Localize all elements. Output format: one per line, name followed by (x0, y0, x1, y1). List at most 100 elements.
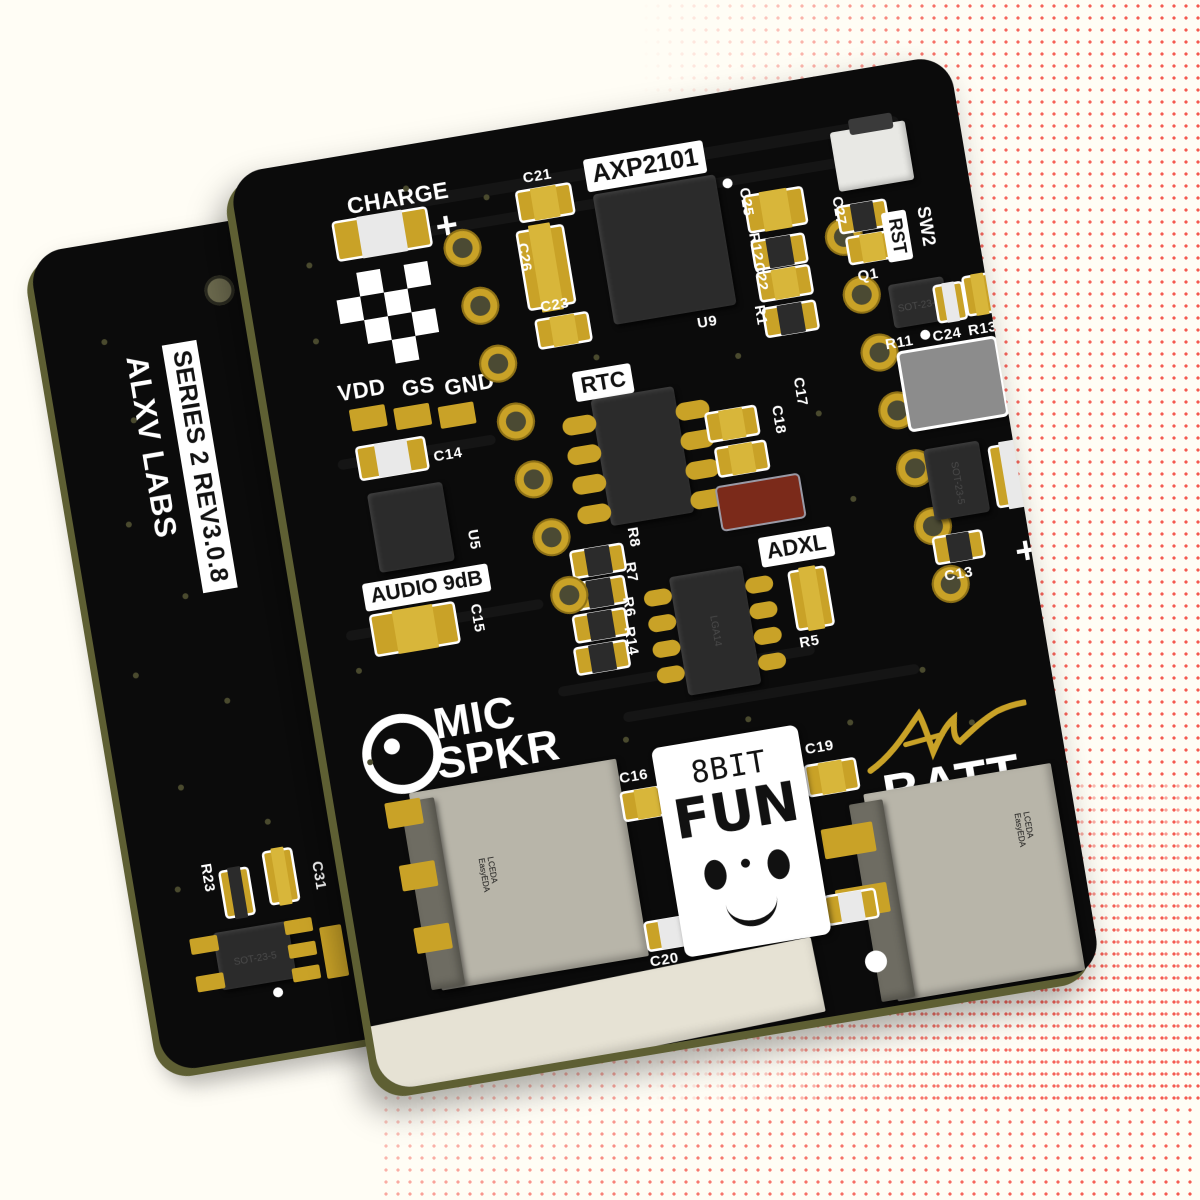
pad (283, 916, 314, 936)
ref-r14: C27 (828, 195, 850, 227)
via (264, 818, 272, 826)
ref-u9: U9 (695, 312, 719, 333)
silk-dot (721, 177, 734, 190)
pad (576, 502, 613, 526)
pad (566, 443, 603, 467)
ref-c20: C19 (803, 736, 836, 759)
via (181, 592, 189, 600)
ref-c17: C17 (789, 375, 812, 408)
ref-c27: Q1 (856, 264, 880, 286)
via (223, 697, 231, 705)
through-hole (547, 573, 592, 617)
ref-r1: R1 (750, 303, 771, 327)
through-hole (494, 399, 538, 444)
silk-label-vdd: VDD (335, 373, 388, 407)
via (846, 719, 854, 726)
pad (318, 924, 350, 979)
via (174, 886, 182, 893)
ref-u5: U5 (463, 528, 485, 551)
ref-c31: C31 (308, 859, 330, 892)
ref-c25: C25 (735, 186, 758, 218)
face-eye-right (765, 847, 792, 881)
pad (642, 587, 674, 608)
via (744, 715, 752, 723)
cap-c24 (963, 272, 996, 316)
ref-c23: C23 (539, 294, 571, 316)
ic-axp2101 (592, 174, 737, 325)
ref-r23: R23 (196, 862, 219, 894)
ref-r12: R12 (745, 231, 767, 263)
ref-r5: R6 (619, 595, 640, 619)
box-label-adxl: ADXL (757, 526, 836, 568)
ref-c14: C14 (432, 443, 464, 466)
res-r7 (571, 544, 625, 577)
pad (744, 574, 775, 595)
ic-regulator: SOT-23-5 (923, 440, 991, 521)
ic-u5 (366, 481, 456, 574)
via (312, 337, 320, 345)
pad (647, 612, 678, 634)
pcb-face-front: CHARGE + VDD GS GND C14 U5 (228, 54, 1102, 1092)
test-pad-gs (393, 402, 433, 431)
pad (195, 972, 226, 993)
via (849, 495, 857, 503)
pad (291, 964, 322, 983)
pad (655, 664, 686, 685)
through-hole (458, 283, 503, 328)
silk-label-sw2: SW2 (913, 204, 940, 248)
cap-c14 (357, 438, 428, 479)
via (132, 672, 140, 679)
ref-r8: R14 (620, 625, 643, 657)
cap-c23 (536, 313, 591, 348)
ref-r11: C24 (931, 323, 963, 346)
revision-label: SERIES 2 REV3.0.8 (161, 339, 238, 594)
via (622, 736, 630, 744)
checkerboard-marker-icon (333, 260, 444, 372)
through-hole (529, 515, 574, 560)
via (815, 409, 823, 417)
smd-capacitor (264, 846, 298, 906)
cap-c3 (789, 564, 833, 632)
power-inductor (899, 338, 1007, 430)
part-marking-lga14: LGA14 (707, 614, 724, 648)
res-r11 (934, 281, 966, 323)
via (593, 353, 600, 361)
face-mouth (725, 895, 782, 931)
silk-dot (272, 986, 284, 999)
ref-q1: R11 (883, 331, 915, 354)
res-r5 (574, 609, 628, 642)
via (919, 666, 926, 674)
part-marking-sot23-5: SOT-23-5 (948, 460, 967, 506)
mounting-hole (202, 273, 237, 308)
ref-c3: R5 (798, 631, 821, 652)
part-marking: SOT-23-5 (232, 949, 278, 968)
ref-r7: R8 (623, 525, 644, 549)
via (483, 193, 490, 201)
res-r1 (763, 301, 818, 336)
via (177, 784, 185, 792)
smd-resistor (220, 866, 254, 919)
cap-c20 (806, 759, 858, 796)
pad (684, 457, 721, 482)
via (355, 667, 363, 675)
pad (752, 625, 783, 647)
res-r8 (575, 641, 629, 674)
pad (287, 940, 318, 959)
brand-logo-byte90: BYTE•90 (27, 373, 101, 816)
test-pad-vdd (348, 404, 388, 432)
ref-c18: C18 (767, 403, 790, 436)
ref-c13: C16 (617, 765, 650, 788)
pad (651, 638, 682, 659)
designer-signature (867, 699, 1028, 774)
via (734, 352, 742, 360)
silk-label-gs: GS (400, 371, 437, 402)
pad (561, 413, 598, 437)
face-eye-left (702, 858, 729, 892)
cap-c21 (517, 184, 574, 221)
pad (571, 472, 608, 496)
ref-r6: R7 (621, 560, 642, 584)
cap-c18 (716, 441, 769, 476)
via (305, 262, 313, 269)
face-nose (740, 858, 751, 869)
